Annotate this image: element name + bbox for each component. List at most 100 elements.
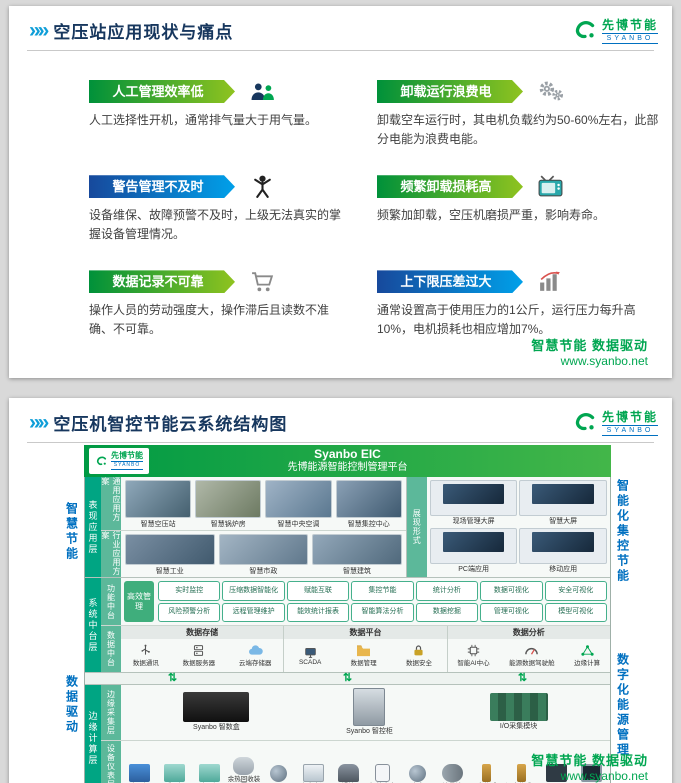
pain-badge: 卸载运行浪费电 (377, 80, 523, 103)
thumb-caption: 智慧中央空调 (277, 521, 320, 528)
item-caption: 智能AI中心 (457, 660, 490, 667)
sub-label: 边缘采集层 (101, 685, 121, 740)
sub-label: 数据中台 (101, 626, 121, 672)
display-caption: 现场管理大屏 (452, 518, 495, 525)
item-caption: 数据通讯 (132, 660, 159, 667)
item-caption: SCADA (298, 658, 322, 666)
sub-label-text: 行业应用方案 (101, 531, 121, 576)
right-rail: 智能化集控节能 数字化能源管理 (614, 445, 632, 783)
thumb-caption: 智慧工业 (155, 568, 184, 575)
equipment-pressure-sensor: 压力传感器 (470, 763, 504, 783)
equipment-heat-recovery: 余热回收装置 (227, 756, 261, 783)
pain-badge: 频繁卸载损耗高 (377, 175, 523, 198)
group-data-platform: 数据平台 SCADA 数据管理 数据安全 (283, 626, 447, 672)
sub-label-text: 边缘采集层 (106, 690, 116, 735)
updown-arrow-icon: ⇅ (517, 672, 528, 684)
display-caption: 智慧大屏 (549, 518, 578, 525)
heated-dryer-icon (164, 763, 186, 782)
gateway-device-image (183, 692, 250, 723)
pain-badge: 警告管理不及时 (89, 175, 235, 198)
plc-icon (545, 763, 567, 782)
updown-arrow-icon: ⇅ (342, 672, 353, 684)
layer-label-text: 系统中台层 (87, 597, 98, 653)
sub-label: 通用应用方案 (101, 477, 121, 530)
function-box: 远程管理维护 (222, 602, 285, 622)
syanbo-swoosh-icon (96, 456, 107, 465)
logo-text: 先博节能 SYANBO (601, 17, 658, 44)
layer-label: 边缘计算层 (85, 685, 101, 783)
function-box: 统计分析 (415, 581, 479, 601)
pump-icon (270, 764, 288, 782)
photo-thumbnail (335, 480, 402, 518)
io-module-image (489, 693, 548, 722)
banner-logo: 先博节能 SYANBO (89, 448, 149, 474)
data-comm-item: 数据通讯 (133, 644, 159, 667)
device-caption: Syanbo 智控柜 (346, 728, 393, 736)
display-caption: 移动应用 (549, 566, 578, 573)
diagram-core: 先博节能 SYANBO Syanbo EIC 先博能源智能控制管理平台 表现应用… (84, 445, 611, 783)
function-box: 风险预警分析 (158, 602, 221, 622)
equipment-smart-meter: 智能电表 (366, 763, 400, 783)
people-icon (249, 79, 276, 104)
logo-name-cn: 先博节能 (111, 451, 143, 460)
cloud-storage-item: 云端存储器 (239, 644, 271, 667)
equipment-hmi: HMI (574, 763, 608, 783)
row-edge-collection: 边缘采集层 Syanbo 智数盒 Syanbo 智控柜 I/O采集模块 (101, 685, 610, 741)
platform-subtitle: 先博能源智能控制管理平台 (287, 462, 408, 474)
logo-name-cn: 先博节能 (601, 17, 658, 32)
photo-thumbnail (125, 534, 215, 565)
hmi-icon (580, 763, 602, 782)
function-box: 能效统计报表 (286, 602, 350, 622)
row-data-platform: 数据中台 数据存储 数据通讯 数据服务器 云端存储器 (101, 626, 610, 672)
layer-middle-platform: 系统中台层 功能中台 高效管理 实时监控 压缩数据智能化 (85, 578, 610, 673)
pain-badge: 数据记录不可靠 (89, 270, 235, 293)
chart-icon (537, 269, 564, 294)
equipment-refrig-dryer: 冷干机 (192, 763, 226, 783)
function-box: 智能算法分析 (351, 602, 414, 622)
function-box: 模型可视化 (544, 602, 607, 622)
data-security-item: 数据安全 (406, 644, 432, 667)
function-box: 压缩数据智能化 (222, 581, 285, 601)
layer-label: 表现应用层 (85, 477, 101, 577)
item-caption: 边缘计算 (574, 660, 601, 667)
scada-item: SCADA (299, 646, 321, 666)
equipment-boiler: 锅炉 (331, 763, 365, 783)
folder-icon (356, 644, 371, 657)
thumb-caption: 智慧市政 (249, 568, 278, 575)
photo-thumbnail (195, 480, 262, 518)
slide1-footer: 智慧节能 数据驱动 www.syanbo.net (531, 335, 648, 368)
function-box: 集控节能 (351, 581, 414, 601)
group-data-storage: 数据存储 数据通讯 数据服务器 云端存储器 (121, 626, 284, 672)
function-box: 管理可视化 (480, 602, 543, 622)
group-title: 数据分析 (447, 626, 610, 639)
equipment-heated-dryer: 暖干机 (158, 763, 192, 783)
syanbo-swoosh-icon (575, 21, 595, 39)
slogan-text: 智慧节能 数据驱动 (531, 338, 648, 353)
function-content: 高效管理 实时监控 压缩数据智能化 赋能互联 集控节能 统计分析 数据可视化 安… (121, 578, 610, 625)
alert-person-icon (249, 174, 276, 199)
equipment-water-meter: 水表 (401, 764, 435, 783)
syanbo-swoosh-icon (575, 413, 595, 431)
item-caption: 数据服务器 (182, 660, 216, 667)
pain-badge: 人工管理效率低 (89, 80, 235, 103)
cart-icon (249, 269, 276, 294)
slide1-title-row: »» 空压站应用现状与痛点 (29, 18, 233, 43)
function-box: 赋能互联 (286, 581, 350, 601)
sub-label-text: 通用应用方案 (101, 477, 121, 522)
equipment-compressor: 空压机 (123, 763, 157, 783)
display-mobile-app: 移动应用 (519, 528, 607, 574)
pain-item-data-unreliable: 数据记录不可靠 操作人员的劳动强度大，操作滞后且读数不准确、不可靠。 (89, 269, 351, 338)
header-divider (27, 442, 654, 443)
equipment-hvac: 中央空调 (297, 763, 331, 783)
pain-item-unload-waste: 卸载运行浪费电 卸载空车运行时，其电机负载约为50-60%左右，此部分电能为浪费… (377, 79, 665, 148)
badge-row: 数据记录不可靠 (89, 269, 351, 294)
slide2-title-row: »» 空压机智控节能云系统结构图 (29, 410, 287, 435)
slide2-page-title: 空压机智控节能云系统结构图 (53, 415, 288, 434)
thumb-hvac: 智慧中央空调 (265, 480, 332, 529)
updown-arrow-icon: ⇅ (167, 672, 178, 684)
heat-recovery-icon (233, 756, 255, 775)
slogan-text: 智慧节能 数据驱动 (531, 753, 648, 768)
control-cabinet-device: Syanbo 智控柜 (346, 688, 393, 736)
sub-label-text: 功能中台 (106, 583, 116, 620)
